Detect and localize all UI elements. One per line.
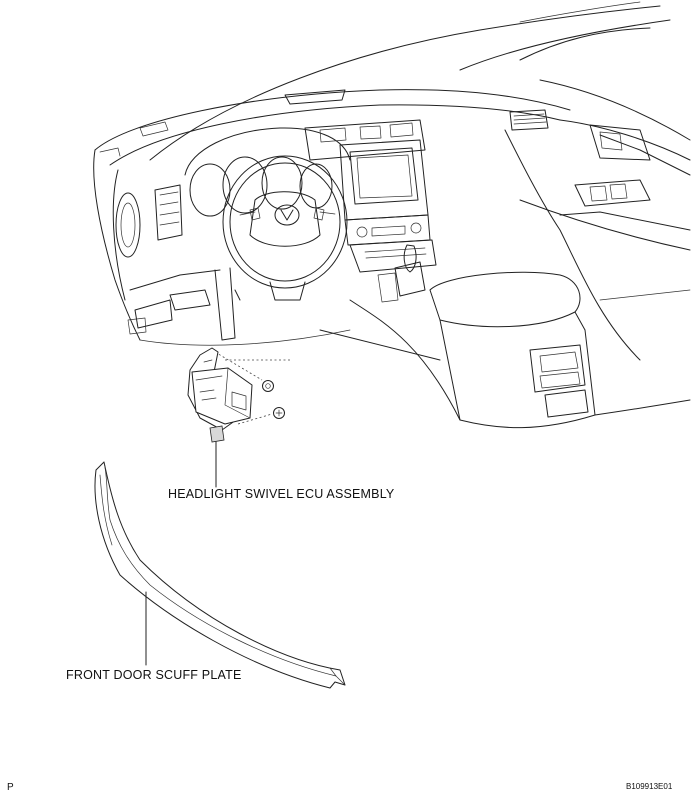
- front-door-scuff-plate-illustration: [94, 461, 346, 689]
- page-code-label: P: [7, 782, 14, 793]
- vehicle-interior-illustration: [93, 1, 691, 429]
- ecu-callout-label: HEADLIGHT SWIVEL ECU ASSEMBLY: [168, 487, 395, 501]
- scuff-plate-callout-label: FRONT DOOR SCUFF PLATE: [66, 668, 242, 682]
- figure-id-label: B109913E01: [626, 782, 673, 791]
- headlight-swivel-ecu-illustration: [187, 347, 290, 488]
- bolt-icon: [273, 407, 285, 419]
- nut-icon: [262, 380, 274, 392]
